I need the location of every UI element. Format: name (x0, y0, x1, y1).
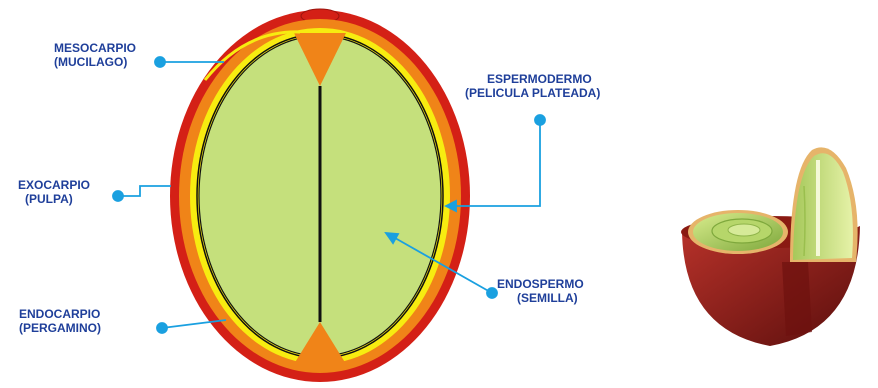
exocarpio-label-line1: EXOCARPIO (18, 178, 90, 192)
cherry-cut-slot (782, 262, 812, 336)
mesocarpio-label: MESOCARPIO (MUCILAGO) (54, 41, 136, 69)
endospermo-label-line1: ENDOSPERMO (497, 277, 584, 291)
mesocarpio-label-line2: (MUCILAGO) (54, 55, 127, 69)
endospermo-label: ENDOSPERMO (SEMILLA) (497, 277, 584, 305)
espermodermo-label-line2: (PELICULA PLATEADA) (465, 86, 600, 100)
mesocarpio-label-line1: MESOCARPIO (54, 41, 136, 55)
coffee-cherry-cross-section (170, 9, 470, 382)
espermodermo-label: ESPERMODERMO (PELICULA PLATEADA) (465, 72, 600, 100)
coffee-cherry-3d-illustration (681, 147, 860, 346)
endocarpio-label-line1: ENDOCARPIO (19, 307, 100, 321)
exocarpio-label: EXOCARPIO (PULPA) (18, 178, 90, 206)
espermodermo-label-line1: ESPERMODERMO (487, 72, 592, 86)
right-bean-half (790, 147, 858, 262)
left-bean-face (688, 210, 788, 254)
exocarpio-label-line2: (PULPA) (25, 192, 73, 206)
endocarpio-label: ENDOCARPIO (PERGAMINO) (19, 307, 101, 335)
endocarpio-label-line2: (PERGAMINO) (19, 321, 101, 335)
exocarpio-leader (113, 186, 171, 201)
endospermo-label-line2: (SEMILLA) (517, 291, 578, 305)
